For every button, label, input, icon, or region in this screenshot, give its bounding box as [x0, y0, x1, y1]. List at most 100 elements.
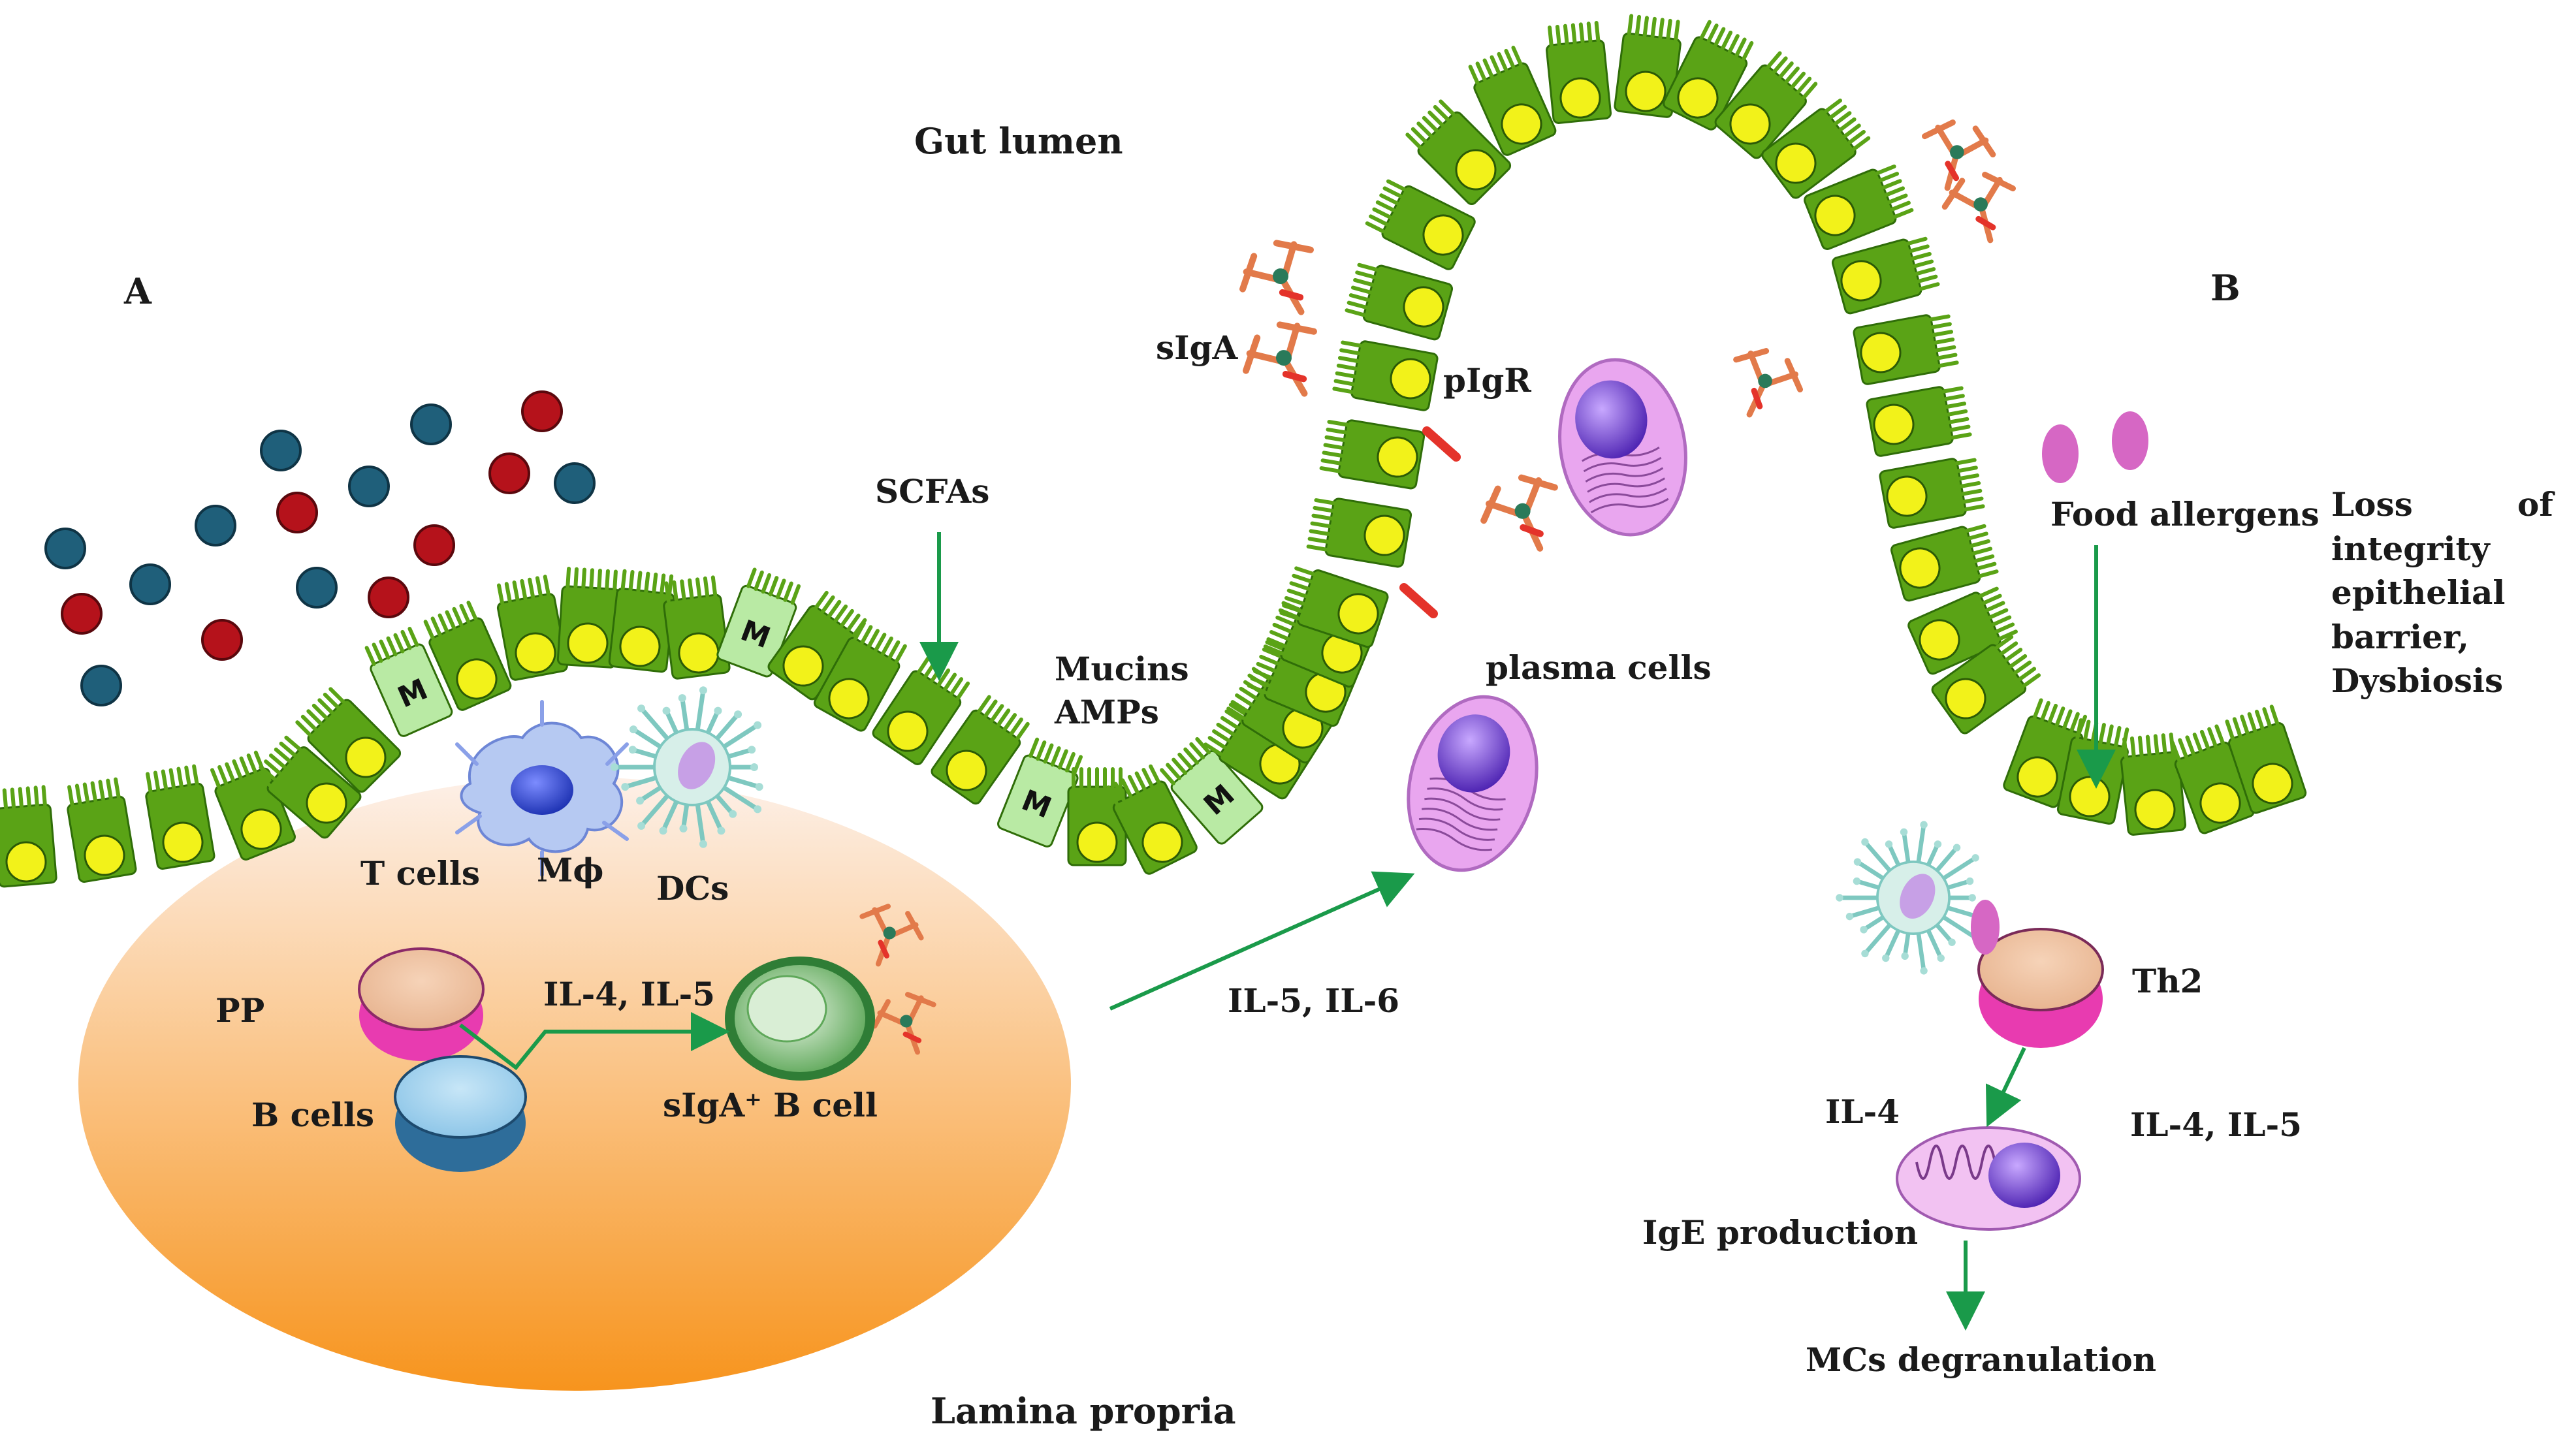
epithelial-cell: [608, 569, 675, 673]
pp-label: PP: [215, 991, 264, 1030]
epithelial-cell: [1067, 767, 1127, 866]
loss-label: Loss: [2331, 485, 2413, 524]
th2-label: Th2: [2132, 962, 2203, 1000]
sIgA-label: sIgA: [1156, 328, 1238, 367]
plasma-cell-icon: [1407, 695, 1539, 872]
panel-a-label: A: [123, 270, 152, 312]
mast-cell-icon: [1896, 1126, 2081, 1231]
epithelial-cell: [1761, 99, 1871, 199]
gut-lumen-label: Gut lumen: [914, 120, 1123, 162]
b-cell-icon: [394, 1055, 527, 1172]
bacteria-icon: [296, 567, 338, 609]
bacteria-icon: [201, 619, 243, 661]
epithelial-cell: [1714, 51, 1818, 159]
th2-cell-icon: [1977, 928, 2104, 1048]
antibody-icon: [859, 904, 924, 967]
bacteria-icon: [260, 430, 302, 471]
il4-il5-arrow: [459, 1012, 730, 1071]
epithelial-cell: [813, 621, 907, 732]
epithelial-label: epithelial: [2331, 573, 2505, 612]
epithelial-cell: [1106, 764, 1198, 875]
pigr-receptor-icon: [1399, 426, 1461, 618]
epithelial-cell: [1879, 458, 1985, 529]
of-label: of: [2517, 485, 2555, 524]
bacteria-icon: [44, 528, 86, 569]
scfas-label: SCFAs: [875, 472, 989, 511]
epithelial-cell: [1468, 46, 1557, 156]
epithelial-cell: [1345, 262, 1454, 341]
epithelial-cell: [931, 695, 1030, 805]
bacteria-icon: [410, 404, 452, 445]
plasma-cells-label: plasma cells: [1486, 648, 1712, 687]
bacteria-icon: [195, 505, 236, 546]
mucins-label: Mucins: [1055, 650, 1189, 688]
epithelial-cell: [1831, 236, 1940, 315]
bacteria-icon: [554, 462, 596, 504]
sIgA-b-cell-label: sIgA⁺ B cell: [663, 1086, 878, 1124]
mcs-degranulation-label: MCs degranulation: [1806, 1340, 2156, 1379]
dysbiosis-label: Dysbiosis: [2331, 661, 2503, 700]
panel-b-label: B: [2210, 267, 2240, 309]
antibody-icon: [1921, 119, 1996, 191]
dendritic-cell-icon: [1836, 821, 1981, 975]
arrows: [459, 532, 2116, 1331]
amps-label: AMPs: [1054, 693, 1159, 731]
epithelial-cell: [1332, 340, 1439, 411]
dcs-label: DCs: [656, 869, 729, 908]
bacteria-icon: [521, 390, 563, 432]
t-cell-icon: [358, 947, 485, 1061]
il4-il5-right-label: IL-4, IL-5: [2130, 1105, 2302, 1144]
epithelial-cell: [0, 785, 57, 888]
epithelial-cell: [295, 687, 402, 793]
epithelial-cell: [423, 601, 512, 711]
antibody-icon: [1239, 240, 1314, 315]
integrity-label: integrity: [2331, 530, 2491, 568]
epithelial-cell: [1614, 14, 1682, 118]
epithelial-cell: [1546, 20, 1612, 124]
epithelial-cell: [1853, 314, 1959, 385]
epithelial-cell: [1365, 179, 1476, 270]
epithelial-cell: M: [1160, 737, 1264, 845]
bacteria-icon: [368, 577, 409, 618]
epithelial-cell: [663, 575, 731, 680]
bacteria-icon: [488, 452, 530, 494]
epithelial-cell: [1319, 419, 1426, 490]
epithelial-cell: [253, 735, 362, 839]
antibody-icon: [1733, 348, 1804, 418]
barrier-label: barrier,: [2331, 618, 2469, 656]
bacteria-icon: [80, 665, 122, 706]
epithelial-cell: [1405, 99, 1512, 206]
epithelial-cell: [2120, 732, 2187, 836]
epithelial-cell: [2225, 704, 2307, 814]
epithelial-cell: [1663, 20, 1754, 131]
plasma-cell-icon: [1558, 358, 1687, 537]
bacteria-icon: [276, 492, 318, 533]
epithelial-cell: [1306, 498, 1412, 568]
macrophage-icon: [455, 700, 629, 877]
dendritic-cell-group: [611, 686, 1981, 975]
b-cells-label: B cells: [251, 1096, 374, 1134]
bacteria-group: [44, 390, 596, 706]
ige-production-label: IgE production: [1642, 1213, 1918, 1252]
lamina-propria-label: Lamina propria: [931, 1390, 1236, 1432]
epithelial-cell: [145, 764, 215, 870]
epithelial-cell: [1890, 524, 1999, 602]
epithelial-cell: M: [364, 627, 453, 737]
epithelial-cell: [1931, 635, 2041, 735]
epithelial-cell: [67, 777, 137, 883]
sIgA-b-cell-icon: [725, 957, 875, 1081]
epithelial-cell: M: [997, 737, 1083, 847]
epithelial-cell: [1866, 386, 1972, 457]
epithelial-cell: [556, 566, 621, 669]
epithelial-cell: [1907, 586, 2018, 675]
il5-il6-arrow: [1109, 871, 1415, 1011]
il5-il6-label: IL-5, IL-6: [1228, 981, 1399, 1020]
dendritic-cell-icon: [611, 686, 763, 848]
antibody-group: [859, 119, 2017, 1055]
bacteria-icon: [348, 466, 390, 507]
antibody-icon: [1243, 321, 1317, 397]
antibody-icon: [1480, 474, 1558, 552]
il4-il5-left-label: IL-4, IL-5: [543, 975, 715, 1013]
